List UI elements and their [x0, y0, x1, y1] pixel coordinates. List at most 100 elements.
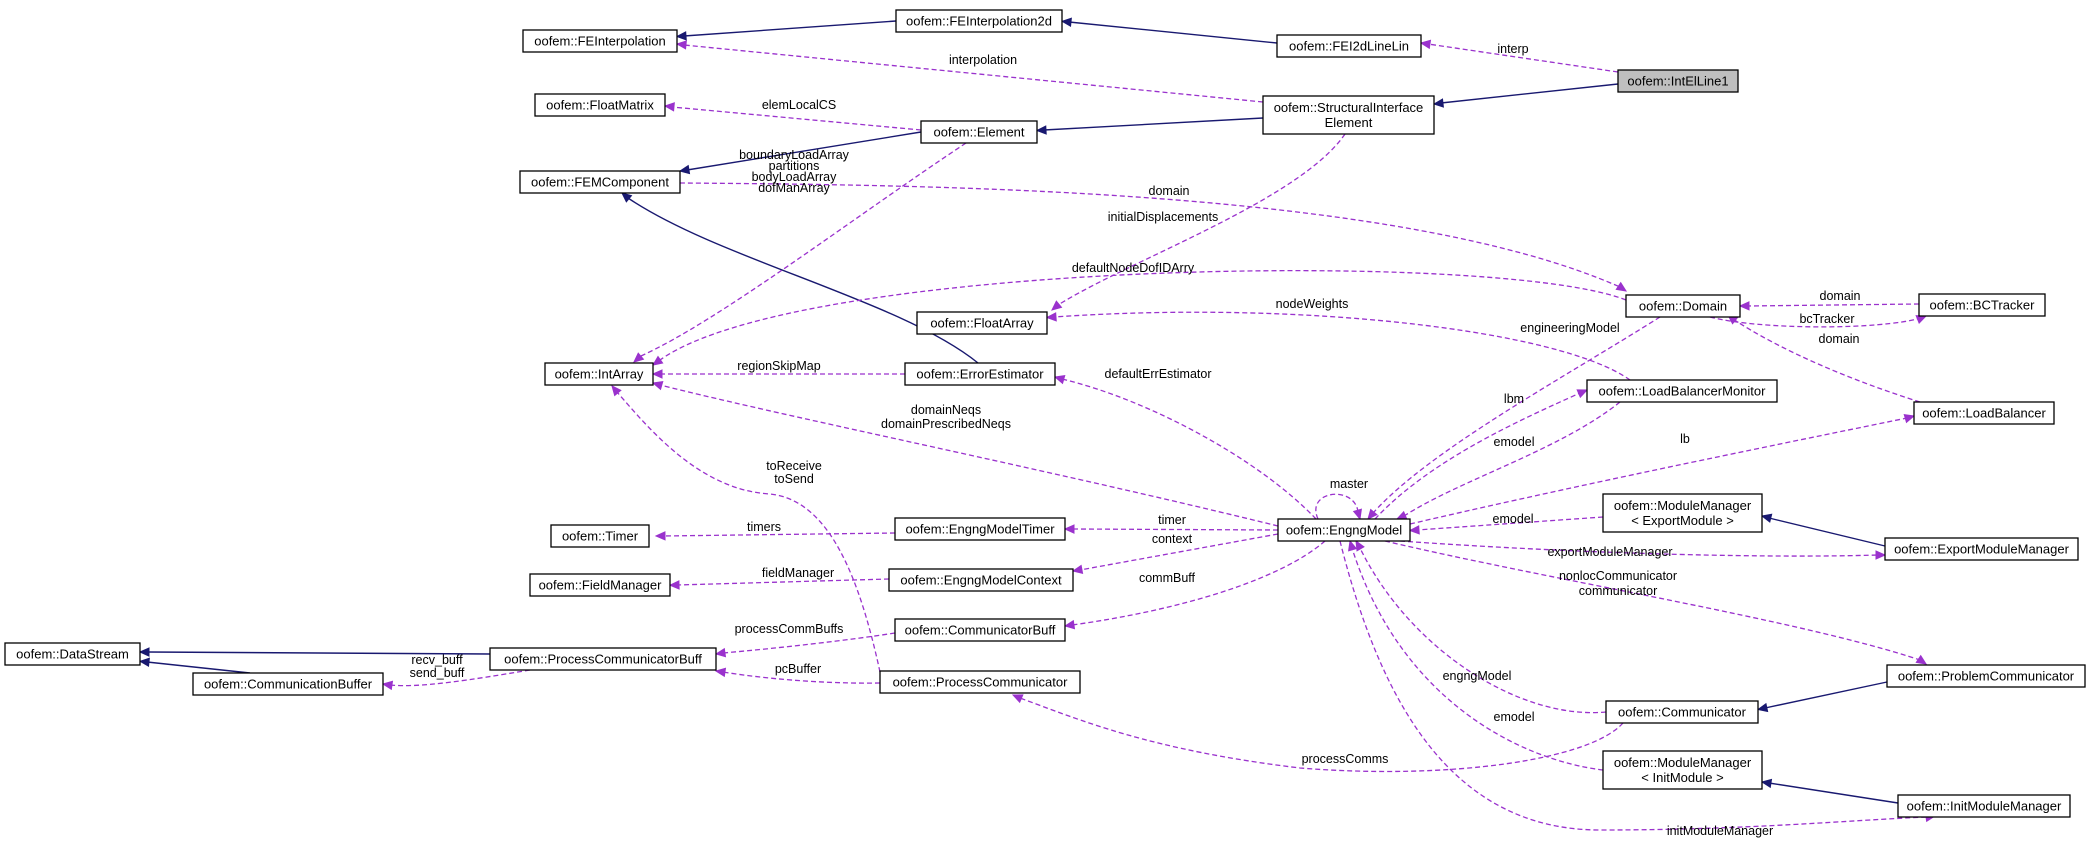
- class-node-fieldmanager[interactable]: oofem::FieldManager: [529, 573, 671, 597]
- class-node-loadbalancermonitor[interactable]: oofem::LoadBalancerMonitor: [1586, 379, 1778, 403]
- class-node-name: oofem::LoadBalancerMonitor: [1599, 384, 1767, 399]
- class-node-box[interactable]: [1602, 750, 1763, 790]
- class-node-loadbalancer[interactable]: oofem::LoadBalancer: [1913, 401, 2055, 425]
- class-node-datastream[interactable]: oofem::DataStream: [4, 642, 141, 666]
- inheritance-edge-initmodulemanager-to-modulemanagerinit: [1760, 778, 1899, 804]
- arrow-head-icon: [1576, 389, 1589, 399]
- class-node-name: oofem::ModuleManager: [1614, 755, 1752, 770]
- class-node-processcommunicatorbuff[interactable]: oofem::ProcessCommunicatorBuff: [489, 647, 717, 671]
- class-node-errorestimator[interactable]: oofem::ErrorEstimator: [904, 362, 1056, 386]
- class-node-feinterpolation[interactable]: oofem::FEInterpolation: [522, 29, 678, 53]
- arrow-head-icon: [1760, 513, 1773, 523]
- class-node-box[interactable]: [1918, 293, 2046, 317]
- edge-label: timer: [1158, 513, 1186, 527]
- arrow-head-icon: [1348, 539, 1358, 552]
- class-node-box[interactable]: [550, 524, 650, 548]
- class-node-box[interactable]: [1605, 700, 1759, 724]
- class-node-box[interactable]: [1277, 518, 1411, 542]
- class-node-initmodulemanager[interactable]: oofem::InitModuleManager: [1897, 794, 2071, 818]
- class-node-name: oofem::FieldManager: [539, 578, 663, 593]
- class-node-timer[interactable]: oofem::Timer: [550, 524, 650, 548]
- edge-label: defaultNodeDofIDArry: [1072, 261, 1195, 275]
- usage-edge-modulemanagerexport-to-engngmodel: [1408, 516, 1604, 535]
- class-node-name: oofem::InitModuleManager: [1907, 799, 2062, 814]
- class-node-box[interactable]: [1897, 794, 2071, 818]
- class-node-modulemanagerinit[interactable]: oofem::ModuleManager< InitModule >: [1602, 750, 1763, 790]
- class-node-box[interactable]: [1276, 34, 1422, 58]
- class-node-box[interactable]: [192, 672, 384, 696]
- edge-label: defaultErrEstimator: [1105, 367, 1212, 381]
- class-node-box[interactable]: [894, 618, 1066, 642]
- class-node-box[interactable]: [895, 9, 1063, 33]
- class-node-feinterpolation2d[interactable]: oofem::FEInterpolation2d: [895, 9, 1063, 33]
- class-node-communicatorbuff[interactable]: oofem::CommunicatorBuff: [894, 618, 1066, 642]
- arrow-head-icon: [1756, 702, 1769, 713]
- class-node-box[interactable]: [519, 170, 681, 194]
- class-node-box[interactable]: [879, 670, 1081, 694]
- class-node-bctracker[interactable]: oofem::BCTracker: [1918, 293, 2046, 317]
- class-node-box[interactable]: [904, 362, 1056, 386]
- class-node-box[interactable]: [1625, 294, 1741, 318]
- edge-label: toSend: [774, 472, 814, 486]
- class-node-name: oofem::FEMComponent: [531, 175, 669, 190]
- class-node-box[interactable]: [4, 642, 141, 666]
- class-node-box[interactable]: [534, 93, 666, 117]
- class-node-intarray[interactable]: oofem::IntArray: [544, 362, 654, 386]
- class-node-box[interactable]: [1884, 537, 2079, 561]
- class-node-modulemanagerexport[interactable]: oofem::ModuleManager< ExportModule >: [1602, 493, 1763, 533]
- arrow-head-icon: [1011, 694, 1024, 704]
- class-node-box[interactable]: [920, 120, 1038, 144]
- edge-label: emodel: [1494, 710, 1535, 724]
- class-node-box[interactable]: [489, 647, 717, 671]
- usage-edge-processcommunicator-to-processcommunicatorbuff: [714, 667, 881, 684]
- class-node-engngmodeltimer[interactable]: oofem::EngngModelTimer: [894, 517, 1066, 541]
- arrow-head-icon: [1915, 654, 1928, 665]
- class-node-box[interactable]: [894, 517, 1066, 541]
- inheritance-edge-errorestimator-to-femcomponent: [621, 192, 979, 364]
- class-node-box[interactable]: [522, 29, 678, 53]
- class-node-box[interactable]: [916, 311, 1048, 335]
- class-node-exportmodulemanager[interactable]: oofem::ExportModuleManager: [1884, 537, 2079, 561]
- arrow-head-icon: [1408, 525, 1420, 535]
- class-node-engngmodelcontext[interactable]: oofem::EngngModelContext: [888, 568, 1074, 592]
- arrow-head-icon: [138, 657, 150, 668]
- class-node-box[interactable]: [1586, 379, 1778, 403]
- edge-label: domainPrescribedNeqs: [881, 417, 1011, 431]
- class-node-box[interactable]: [1617, 69, 1739, 93]
- class-node-box[interactable]: [888, 568, 1074, 592]
- inheritance-edge-intelline1-to-structuralinterfaceelement: [1432, 83, 1619, 108]
- inheritance-edge-structuralinterfaceelement-to-element: [1035, 117, 1264, 135]
- class-node-communicationbuffer[interactable]: oofem::CommunicationBuffer: [192, 672, 384, 696]
- class-node-element[interactable]: oofem::Element: [920, 120, 1038, 144]
- class-node-intelline1[interactable]: oofem::IntElLine1: [1617, 69, 1739, 93]
- nodes-layer: oofem::FEInterpolation oofem::FEInterpola…: [4, 9, 2086, 818]
- class-node-name: oofem::StructuralInterface: [1274, 100, 1424, 115]
- class-node-box[interactable]: [1886, 664, 2086, 688]
- edge-label: emodel: [1494, 435, 1535, 449]
- class-node-box[interactable]: [1602, 493, 1763, 533]
- class-node-box[interactable]: [544, 362, 654, 386]
- class-node-domain[interactable]: oofem::Domain: [1625, 294, 1741, 318]
- edge-label: domain: [1819, 332, 1860, 346]
- class-node-problemcommunicator[interactable]: oofem::ProblemCommunicator: [1886, 664, 2086, 688]
- edge-label: elemLocalCS: [762, 98, 836, 112]
- usage-edge-processcommunicatorbuff-to-communicationbuffer: [381, 669, 531, 691]
- class-node-floatmatrix[interactable]: oofem::FloatMatrix: [534, 93, 666, 117]
- edge-label: pcBuffer: [775, 662, 821, 676]
- class-node-communicator[interactable]: oofem::Communicator: [1605, 700, 1759, 724]
- class-node-processcommunicator[interactable]: oofem::ProcessCommunicator: [879, 670, 1081, 694]
- class-node-femcomponent[interactable]: oofem::FEMComponent: [519, 170, 681, 194]
- class-node-name: oofem::IntElLine1: [1627, 74, 1728, 89]
- class-node-box[interactable]: [529, 573, 671, 597]
- class-node-fei2dlinelin[interactable]: oofem::FEI2dLineLin: [1276, 34, 1422, 58]
- class-node-box[interactable]: [1913, 401, 2055, 425]
- arrow-head-icon: [1432, 98, 1444, 108]
- arrow-head-icon: [678, 164, 691, 175]
- class-node-engngmodel[interactable]: oofem::EngngModel: [1277, 518, 1411, 542]
- edge-label: domain: [1149, 184, 1190, 198]
- class-node-box[interactable]: [1262, 95, 1435, 135]
- class-node-floatarray[interactable]: oofem::FloatArray: [916, 311, 1048, 335]
- class-node-name: oofem::ProblemCommunicator: [1898, 669, 2075, 684]
- edge-label: engineeringModel: [1520, 321, 1619, 335]
